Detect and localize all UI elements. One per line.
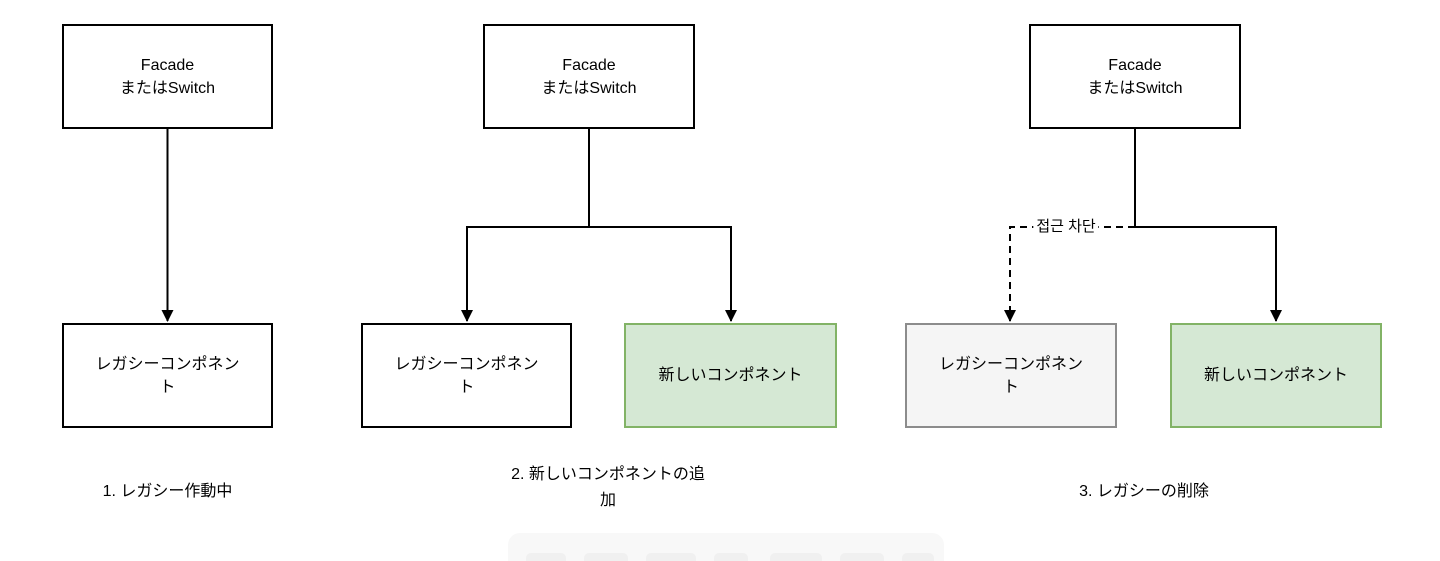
watermark-blob bbox=[526, 553, 566, 561]
edge-blocked-to-legacy-3 bbox=[1004, 226, 1135, 322]
watermark-blob bbox=[770, 553, 822, 561]
watermark-blob bbox=[840, 553, 884, 561]
watermark-blob bbox=[902, 553, 934, 561]
panel-caption-1: 1. レガシー作動中 bbox=[102, 483, 233, 500]
watermark-blob bbox=[646, 553, 696, 561]
edge-to-new-3 bbox=[1135, 226, 1282, 322]
legacy-component-box-2: レガシーコンポネン ト bbox=[361, 323, 572, 428]
legacy-component-box-1: レガシーコンポネン ト bbox=[62, 323, 273, 428]
watermark-blob bbox=[584, 553, 628, 561]
facade-box-1: Facade またはSwitch bbox=[62, 24, 273, 129]
legacy-component-box-3: レガシーコンポネン ト bbox=[905, 323, 1117, 428]
watermark-blob bbox=[714, 553, 748, 561]
facade-box-2: Facade またはSwitch bbox=[483, 24, 695, 129]
facade-box-3: Facade またはSwitch bbox=[1029, 24, 1241, 129]
new-component-box-3: 新しいコンポネント bbox=[1170, 323, 1382, 428]
panel-caption-2: 2. 新しいコンポネントの追 加 bbox=[511, 466, 705, 509]
watermark-bar bbox=[508, 533, 944, 561]
panel-caption-3: 3. レガシーの削除 bbox=[1079, 483, 1209, 500]
new-component-box-2: 新しいコンポネント bbox=[624, 323, 837, 428]
access-blocked-edge-label: 접근 차단 bbox=[1033, 218, 1099, 236]
